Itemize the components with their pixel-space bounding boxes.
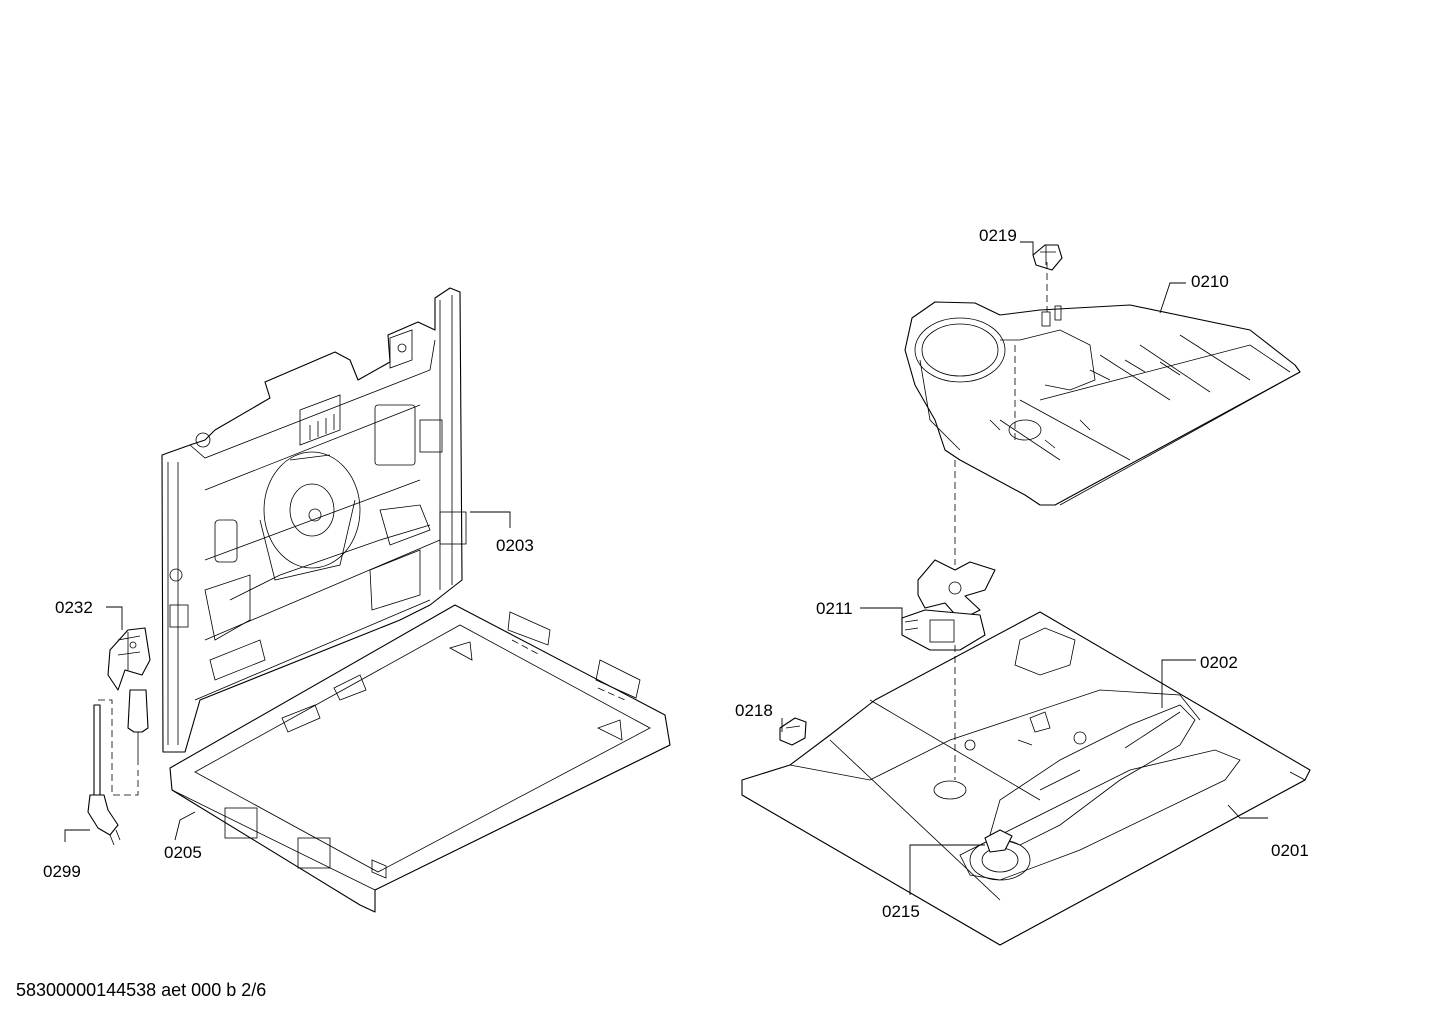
back-panel-0203 (161, 287, 467, 753)
assembly-lines (954, 262, 1048, 780)
label-0211: 0211 (816, 599, 853, 618)
label-0210: 0210 (1191, 272, 1229, 291)
switch-part-0232 (107, 627, 151, 691)
label-0203: 0203 (496, 536, 534, 555)
fan-duct-0210 (904, 301, 1301, 506)
label-0219: 0219 (979, 226, 1017, 245)
thermostat-0219 (1032, 244, 1063, 271)
label-0299: 0299 (43, 862, 81, 881)
sensor-0218 (779, 717, 807, 746)
label-0215: 0215 (882, 902, 920, 921)
label-0232: 0232 (55, 598, 93, 617)
leader-lines (64, 241, 1268, 895)
bracket-0215 (984, 829, 1013, 853)
base-plate-0201 (741, 611, 1311, 946)
fan-motor-0211 (901, 559, 996, 651)
label-0205: 0205 (164, 843, 202, 862)
document-id: 58300000144538 aet 000 b 2/6 (16, 980, 267, 1000)
label-0202: 0202 (1200, 653, 1238, 672)
label-0218: 0218 (735, 701, 773, 720)
bottom-tray-0205 (169, 604, 671, 913)
part-labels: 0219 0210 0203 0232 0211 0202 0218 0201 … (43, 226, 1309, 921)
label-0201: 0201 (1271, 841, 1309, 860)
power-cord-0299 (87, 689, 149, 846)
